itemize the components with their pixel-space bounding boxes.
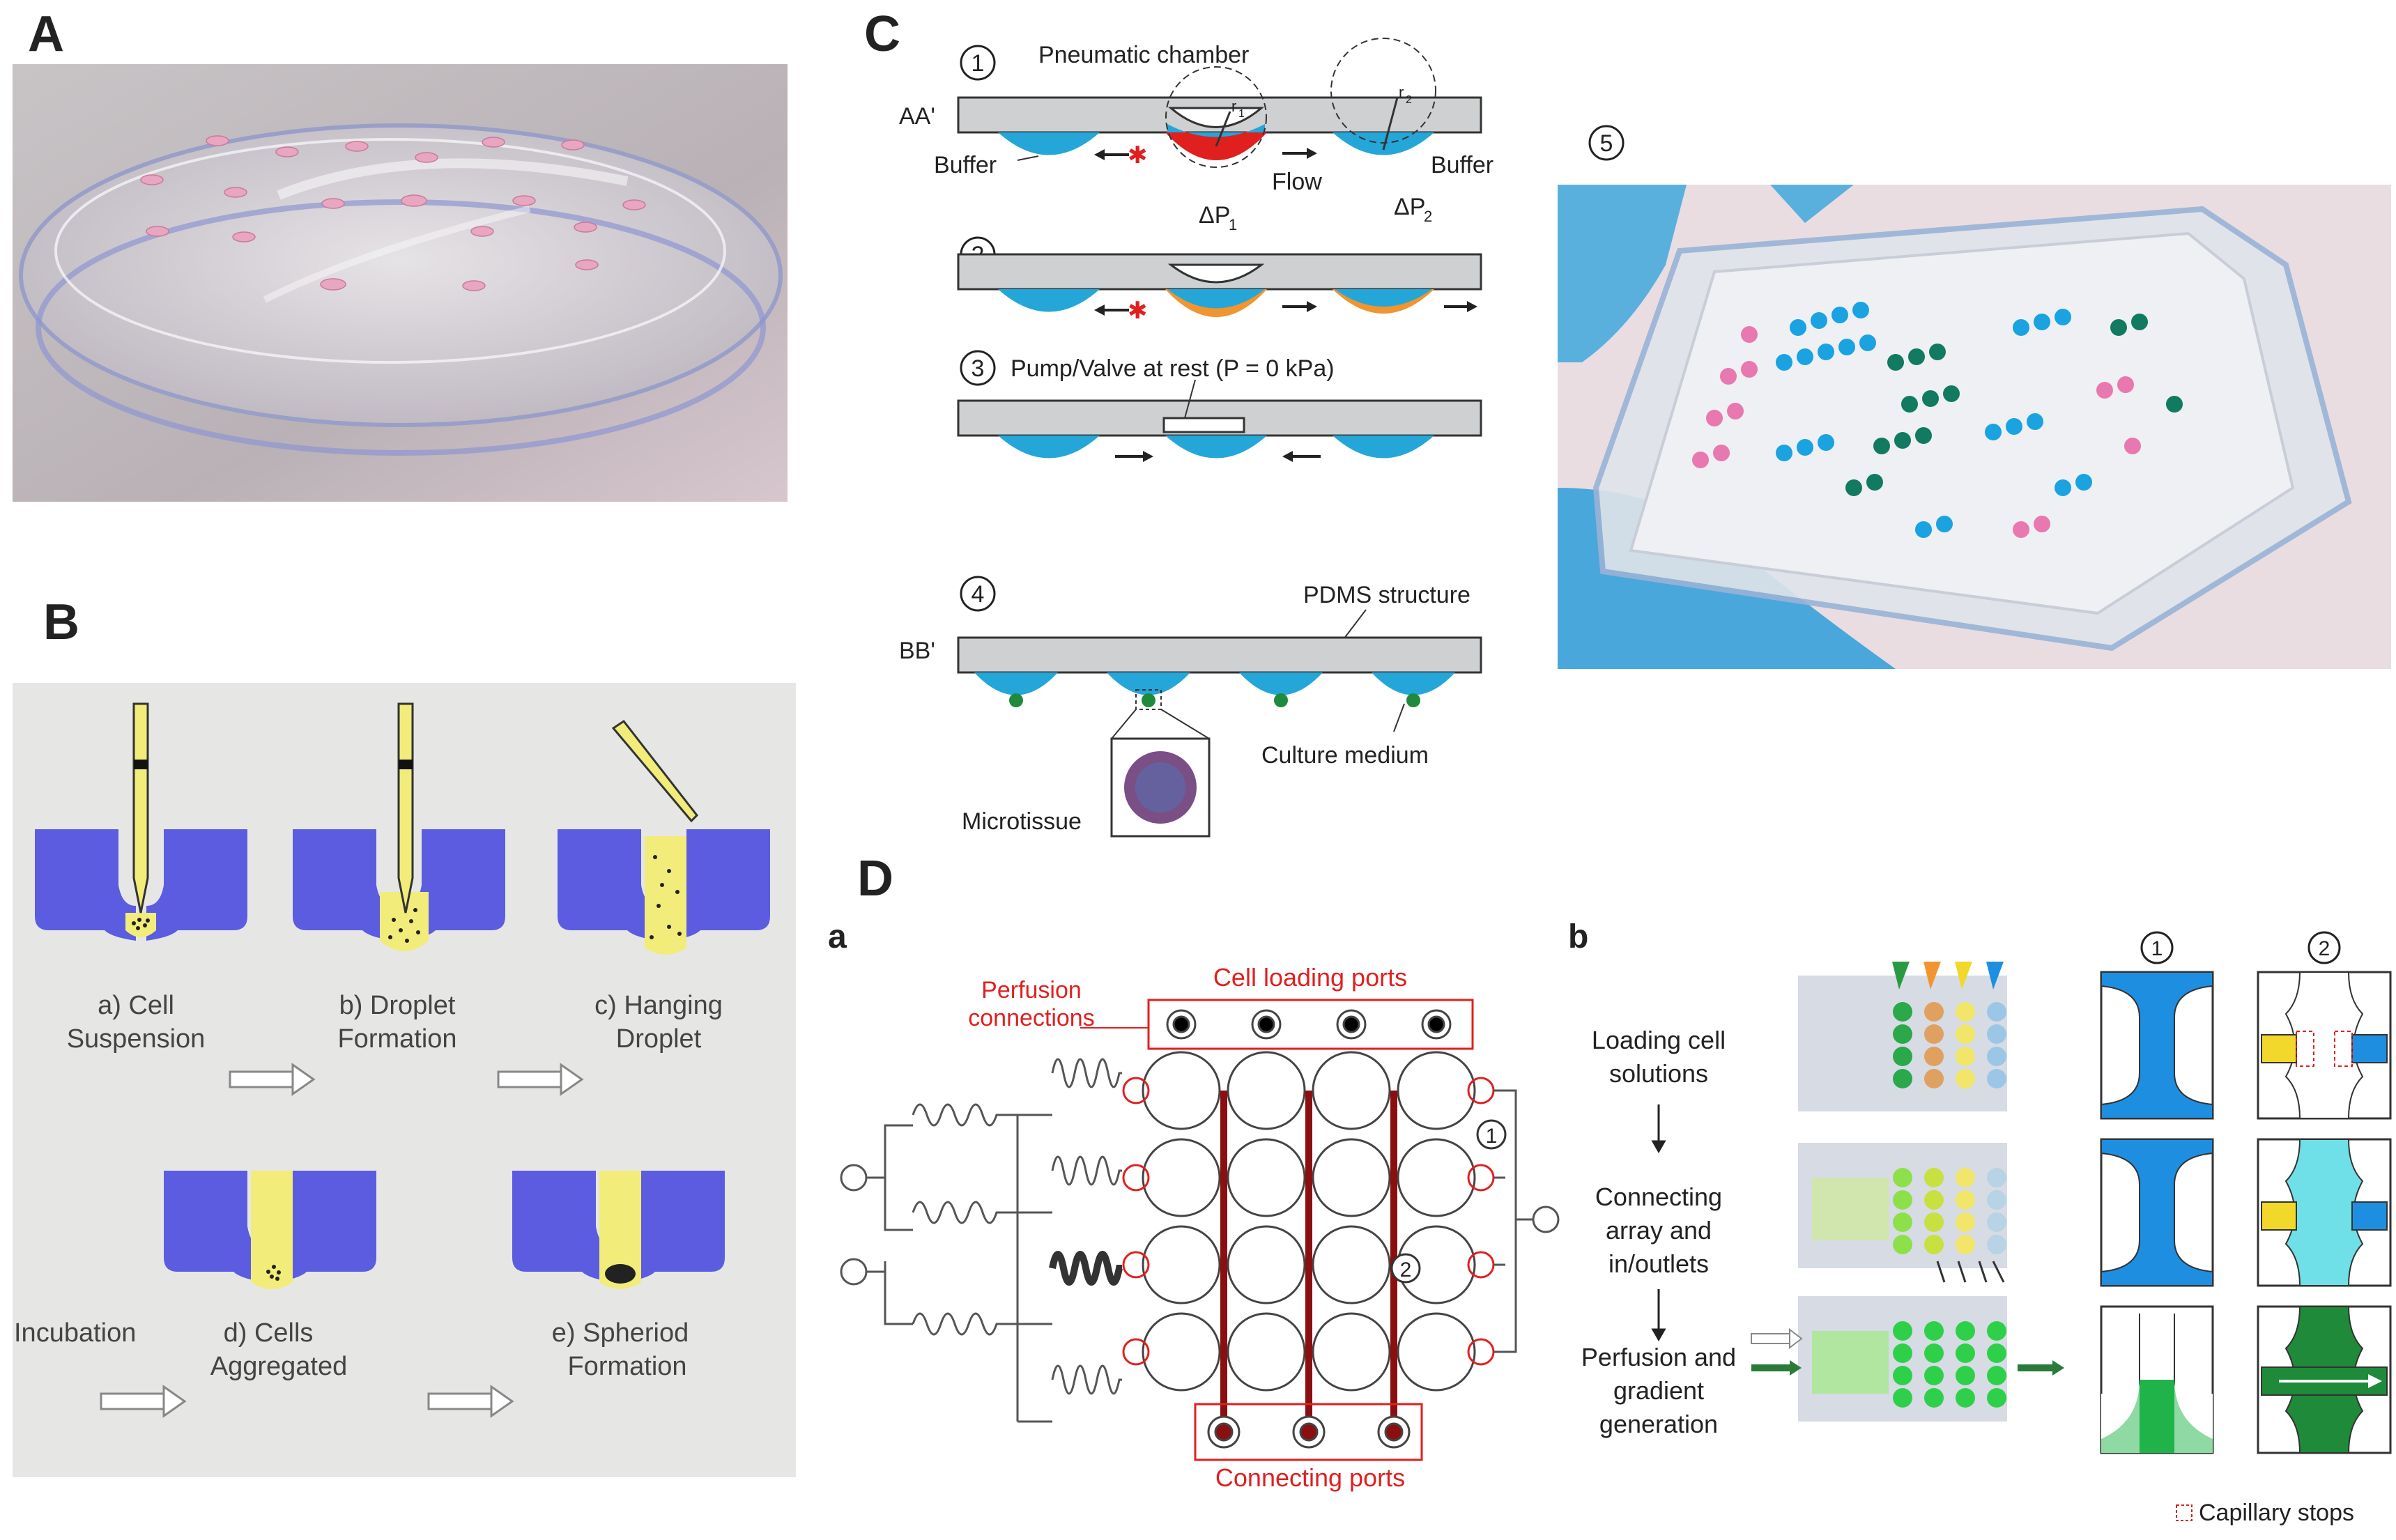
perfusion-photo	[1751, 1296, 2064, 1422]
c-num-4: 4	[972, 581, 985, 608]
panel-b-letter: B	[43, 594, 79, 650]
c-bb-label: BB'	[899, 638, 935, 664]
c-dp2-sub: 2	[1424, 208, 1432, 225]
c-r2: r	[1399, 84, 1404, 101]
c-aa-label: AA'	[899, 103, 935, 130]
petri-dish-photo	[13, 64, 788, 502]
hanging-drop-diagram: a) Cell Suspension b) Droplet Formation …	[13, 683, 796, 1477]
d-step2b: array and	[1606, 1216, 1712, 1245]
c-num-1: 1	[972, 50, 985, 77]
d-sub-a: a	[828, 918, 847, 955]
d-col-1: 1	[2151, 937, 2163, 960]
c-culture: Culture medium	[1261, 742, 1429, 769]
pump-valve-diagram: 1 Pneumatic chamber AA' r 1 r 2 Buffer B…	[899, 38, 2391, 838]
chamber-grid	[1142, 1051, 1476, 1392]
d-sub-b: b	[1568, 918, 1588, 955]
svg-text:✱: ✱	[1128, 298, 1148, 324]
d-marker-2: 2	[1400, 1258, 1412, 1281]
panel-c-letter: C	[864, 6, 900, 62]
c-buffer-left: Buffer	[934, 152, 997, 178]
loading-photo	[1798, 962, 2007, 1111]
panel-a: A	[0, 0, 794, 509]
d-perfusion-1: Perfusion	[981, 977, 1082, 1003]
c-dp1-sub: 1	[1229, 216, 1237, 233]
well-d	[164, 1171, 376, 1289]
label-a1: a) Cell	[98, 991, 174, 1020]
c-flow: Flow	[1272, 169, 1322, 195]
label-c1: c) Hanging	[594, 991, 723, 1020]
label-e2: Formation	[567, 1352, 686, 1381]
c-num-3: 3	[972, 355, 985, 382]
label-incubation: Incubation	[14, 1318, 136, 1348]
panel-d-letter: D	[857, 851, 893, 907]
d-step3a: Perfusion and	[1581, 1343, 1736, 1371]
d-connecting-ports: Connecting ports	[1215, 1463, 1405, 1492]
c-dp2: ΔP	[1394, 194, 1425, 220]
d-capillary: Capillary stops	[2199, 1500, 2354, 1526]
c-pdms: PDMS structure	[1303, 582, 1470, 608]
d-cell-loading: Cell loading ports	[1213, 963, 1407, 992]
d-step1b: solutions	[1609, 1059, 1708, 1088]
well-e	[512, 1171, 725, 1289]
c-pneumatic-label: Pneumatic chamber	[1038, 42, 1249, 68]
d-step2c: in/outlets	[1608, 1249, 1709, 1278]
label-e1: e) Spheriod	[552, 1318, 689, 1348]
svg-text:✱: ✱	[1128, 142, 1148, 169]
panel-a-letter: A	[28, 6, 64, 62]
c-dp1: ΔP	[1199, 202, 1230, 229]
d-step2a: Connecting	[1595, 1183, 1722, 1211]
microfluidic-network-diagram: a b	[828, 918, 2392, 1526]
well-a	[35, 702, 247, 941]
panel-c: C 1 Pneumatic chamber AA' r 1 r 2 Buffer…	[808, 0, 2396, 850]
arrow-4-icon	[427, 1385, 514, 1418]
c-r1: r	[1231, 98, 1236, 115]
arrow-3-icon	[100, 1385, 187, 1418]
d-perfusion-2: connections	[968, 1005, 1094, 1031]
d-step3c: generation	[1599, 1410, 1718, 1438]
connecting-photo	[1798, 1143, 2007, 1283]
c-pump-rest: Pump/Valve at rest (P = 0 kPa)	[1011, 355, 1335, 382]
c-r2-sub: 2	[1406, 94, 1412, 106]
d-step3b: gradient	[1613, 1376, 1704, 1405]
d-col-2: 2	[2319, 937, 2330, 960]
c-num-5: 5	[1600, 130, 1613, 157]
arrow-1-icon	[229, 1063, 316, 1096]
panel-b: B a) Cell Suspension	[0, 585, 808, 1484]
arrow-2-icon	[497, 1063, 584, 1096]
d-step1a: Loading cell	[1592, 1026, 1726, 1054]
panel-d: D a b	[808, 850, 2396, 1540]
label-d1: d) Cells	[224, 1318, 314, 1348]
c-r1-sub: 1	[1238, 108, 1245, 120]
label-b1: b) Droplet	[339, 991, 456, 1020]
well-c	[558, 719, 770, 955]
c-microtissue: Microtissue	[962, 808, 1082, 835]
chip-photo	[1558, 185, 2391, 669]
c-buffer-right: Buffer	[1431, 152, 1493, 178]
d-marker-1: 1	[1486, 1125, 1498, 1148]
well-b	[293, 702, 505, 951]
label-d2: Aggregated	[210, 1352, 348, 1381]
label-a2: Suspension	[67, 1024, 206, 1054]
label-c2: Droplet	[616, 1024, 702, 1054]
label-b2: Formation	[337, 1024, 456, 1054]
